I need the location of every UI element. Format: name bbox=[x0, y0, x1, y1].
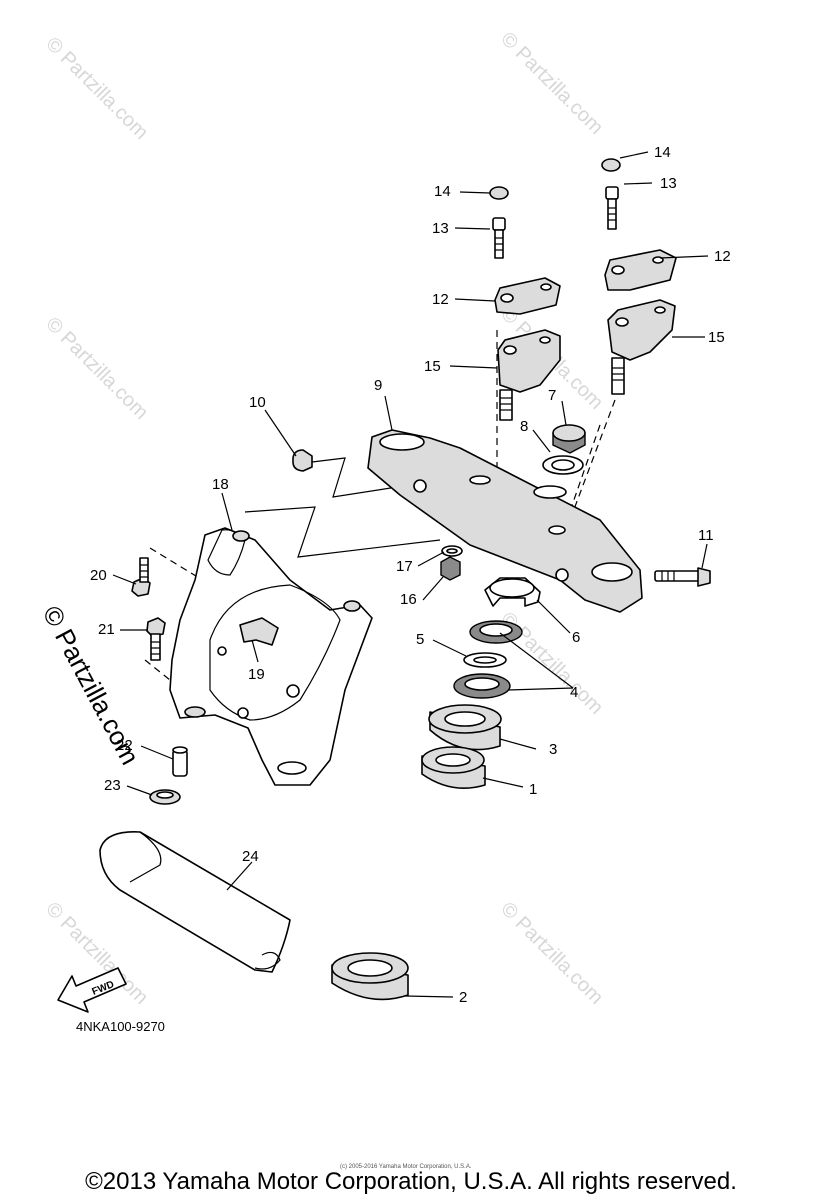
diagram-code: 4NKA100-9270 bbox=[76, 1019, 165, 1034]
callout-12-right: 12 bbox=[714, 248, 731, 265]
watermark: © Partzilla.com bbox=[496, 898, 607, 1009]
callout-1: 1 bbox=[529, 781, 537, 798]
callout-8: 8 bbox=[520, 418, 528, 435]
callout-5: 5 bbox=[416, 631, 424, 648]
watermark: © Partzilla.com bbox=[41, 33, 152, 144]
callout-3: 3 bbox=[549, 741, 557, 758]
callout-14-right: 14 bbox=[654, 144, 671, 161]
holder-15-left bbox=[497, 329, 561, 421]
upper-bracket-9 bbox=[367, 429, 643, 613]
callout-20: 20 bbox=[90, 567, 107, 584]
callout-14-left: 14 bbox=[434, 183, 451, 200]
ring-nut-4-lower bbox=[453, 673, 511, 699]
damper-23 bbox=[149, 789, 181, 805]
cap-14-right bbox=[601, 158, 621, 172]
callout-7: 7 bbox=[548, 387, 556, 404]
bolt-21 bbox=[146, 617, 166, 661]
callout-13-left: 13 bbox=[432, 220, 449, 237]
seal-2 bbox=[331, 952, 409, 1001]
holder-15-right bbox=[607, 299, 676, 395]
callout-18: 18 bbox=[212, 476, 229, 493]
collar-22 bbox=[172, 746, 188, 777]
callout-24: 24 bbox=[242, 848, 259, 865]
bracket-19 bbox=[239, 617, 279, 646]
cover-24 bbox=[99, 831, 291, 973]
watermark: © Partzilla.com bbox=[496, 28, 607, 139]
bearing-1 bbox=[421, 746, 486, 790]
bolt-13-left bbox=[492, 217, 506, 259]
bearing-3 bbox=[428, 704, 502, 751]
washer-5 bbox=[463, 652, 507, 668]
copyright-notice: ©2013 Yamaha Motor Corporation, U.S.A. A… bbox=[85, 1168, 737, 1195]
callout-labels: 14 14 13 13 12 12 15 15 9 7 10 8 18 11 1… bbox=[90, 144, 731, 1006]
cap-7 bbox=[552, 424, 586, 454]
callout-4: 4 bbox=[570, 684, 578, 701]
callout-15-right: 15 bbox=[708, 329, 725, 346]
bolt-11 bbox=[654, 567, 711, 587]
callout-22: 22 bbox=[116, 737, 133, 754]
washer-17 bbox=[441, 545, 463, 557]
bolt-13-right bbox=[605, 186, 619, 230]
callout-11: 11 bbox=[698, 527, 714, 544]
leader-lines bbox=[112, 151, 709, 998]
callout-21: 21 bbox=[98, 621, 115, 638]
washer-8 bbox=[542, 455, 584, 475]
callout-9: 9 bbox=[374, 377, 382, 394]
nut-16 bbox=[440, 556, 461, 581]
callout-15-left: 15 bbox=[424, 358, 441, 375]
watermark: © Partzilla.com bbox=[41, 313, 152, 424]
callout-19: 19 bbox=[248, 666, 265, 683]
callout-10: 10 bbox=[249, 394, 266, 411]
fwd-arrow: FWD bbox=[57, 967, 127, 1013]
callout-6: 6 bbox=[572, 629, 580, 646]
callout-12-left: 12 bbox=[432, 291, 449, 308]
callout-23: 23 bbox=[104, 777, 121, 794]
bolt-20 bbox=[131, 557, 151, 597]
cap-14-left bbox=[489, 186, 509, 200]
collar-6 bbox=[484, 577, 541, 607]
ring-nut-4-upper bbox=[469, 620, 523, 644]
callout-2: 2 bbox=[459, 989, 467, 1006]
callout-17: 17 bbox=[396, 558, 413, 575]
cover-18 bbox=[169, 527, 373, 786]
tiny-copyright: (c) 2005-2016 Yamaha Motor Corporation, … bbox=[340, 1164, 472, 1170]
callout-16: 16 bbox=[400, 591, 417, 608]
plug-10 bbox=[292, 449, 313, 472]
callout-13-right: 13 bbox=[660, 175, 677, 192]
